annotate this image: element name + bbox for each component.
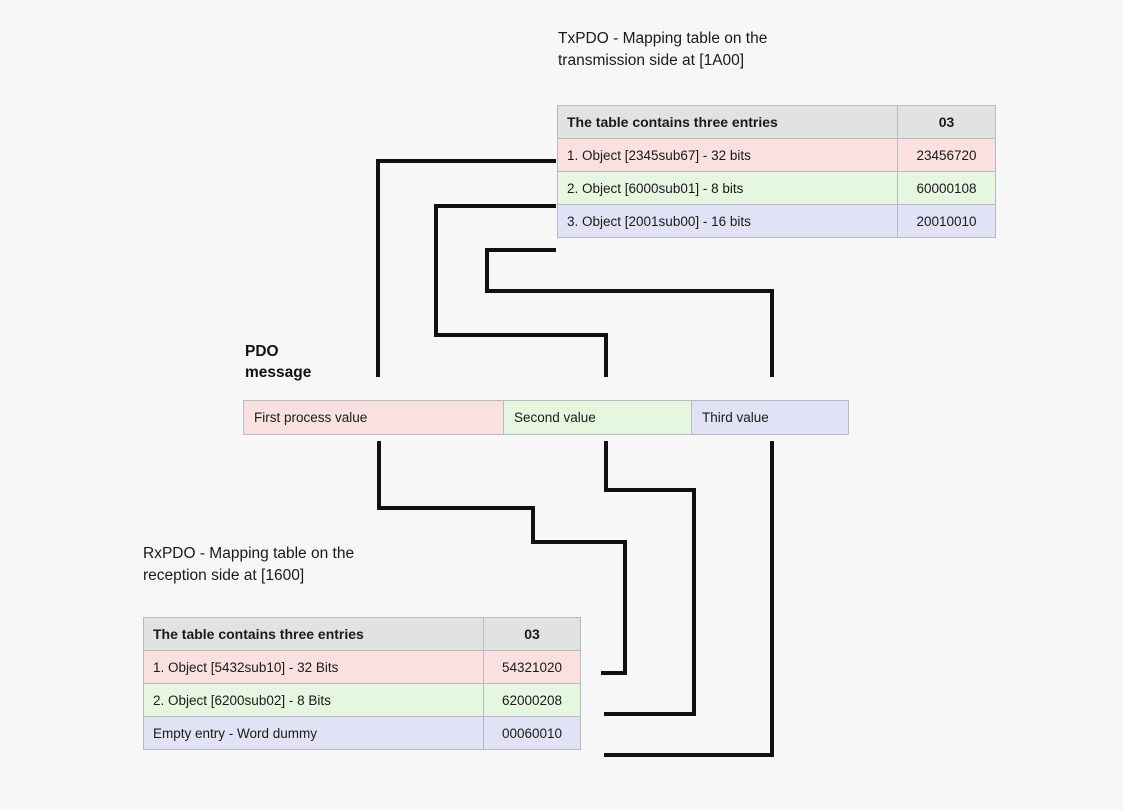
pdo-segment-second: Second value: [503, 400, 692, 435]
wire-tx-entry3: [485, 248, 774, 377]
table-row: Empty entry - Word dummy 00060010: [143, 716, 581, 750]
rx-header-count: 03: [483, 617, 581, 651]
txpdo-mapping-table: The table contains three entries 03 1. O…: [557, 105, 996, 238]
rx-row-3-value: 00060010: [483, 716, 581, 750]
rxpdo-caption: RxPDO - Mapping table on the reception s…: [143, 545, 355, 584]
wire-rx-entry2: [604, 441, 696, 716]
wire-tx-entry1: [376, 159, 556, 377]
table-row: 1. Object [2345sub67] - 32 bits 23456720: [557, 138, 996, 172]
pdo-segment-third: Third value: [691, 400, 849, 435]
tx-row-1-value: 23456720: [897, 138, 996, 172]
rx-row-1-value: 54321020: [483, 650, 581, 684]
table-row: 2. Object [6000sub01] - 8 bits 60000108: [557, 171, 996, 205]
rxpdo-mapping-table: The table contains three entries 03 1. O…: [143, 617, 581, 750]
tx-header-count: 03: [897, 105, 996, 139]
table-header-row: The table contains three entries 03: [143, 617, 581, 651]
tx-row-2-value: 60000108: [897, 171, 996, 205]
rx-row-2-value: 62000208: [483, 683, 581, 717]
table-header-row: The table contains three entries 03: [557, 105, 996, 139]
table-row: 2. Object [6200sub02] - 8 Bits 62000208: [143, 683, 581, 717]
tx-row-2-entry: 2. Object [6000sub01] - 8 bits: [557, 171, 898, 205]
rx-row-3-entry: Empty entry - Word dummy: [143, 716, 484, 750]
tx-row-3-entry: 3. Object [2001sub00] - 16 bits: [557, 204, 898, 238]
txpdo-caption: TxPDO - Mapping table on the transmissio…: [558, 30, 768, 69]
tx-row-1-entry: 1. Object [2345sub67] - 32 bits: [557, 138, 898, 172]
pdo-message-label: PDO message: [245, 343, 312, 381]
pdo-message-bar: First process value Second value Third v…: [243, 400, 849, 435]
rx-row-2-entry: 2. Object [6200sub02] - 8 Bits: [143, 683, 484, 717]
table-row: 3. Object [2001sub00] - 16 bits 20010010: [557, 204, 996, 238]
tx-header-label: The table contains three entries: [557, 105, 898, 139]
rx-header-label: The table contains three entries: [143, 617, 484, 651]
tx-row-3-value: 20010010: [897, 204, 996, 238]
rx-row-1-entry: 1. Object [5432sub10] - 32 Bits: [143, 650, 484, 684]
table-row: 1. Object [5432sub10] - 32 Bits 54321020: [143, 650, 581, 684]
wire-rx-entry3: [604, 441, 774, 757]
pdo-segment-first: First process value: [243, 400, 504, 435]
